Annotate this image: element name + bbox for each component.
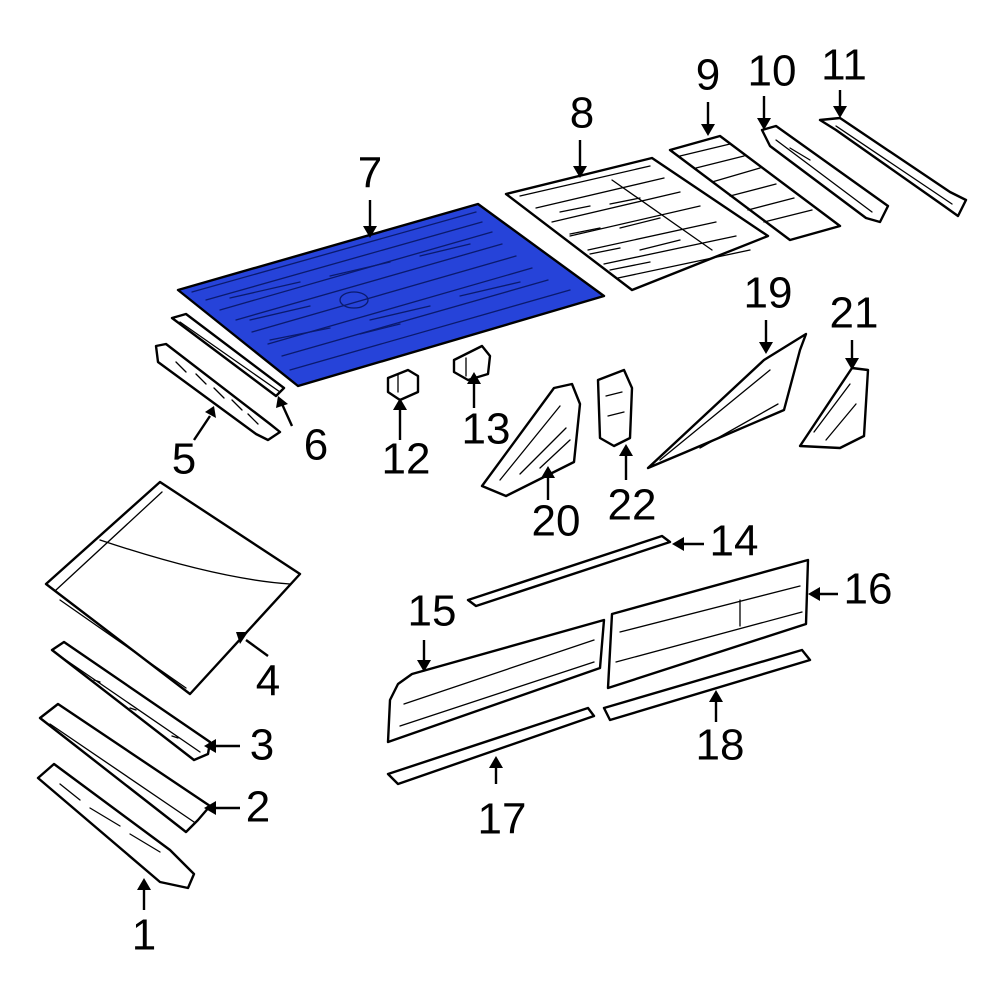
callout-19: 19 — [744, 269, 793, 318]
part-20-quarter-inner[interactable] — [480, 382, 582, 498]
part-10-header[interactable] — [760, 124, 890, 224]
part-18-rocker-rear[interactable] — [602, 648, 812, 722]
callout-12: 12 — [382, 435, 431, 484]
callout-18: 18 — [696, 721, 745, 770]
callout-3: 3 — [250, 721, 274, 770]
part-19-quarter-outer[interactable] — [646, 332, 808, 470]
callout-4: 4 — [256, 657, 280, 706]
part-5-reinforcement[interactable] — [154, 342, 282, 442]
part-22-pillar[interactable] — [596, 368, 634, 448]
part-13-bracket[interactable] — [452, 344, 492, 382]
part-12-bracket[interactable] — [386, 368, 420, 402]
callout-1: 1 — [132, 911, 156, 960]
part-2-lower-cowl[interactable] — [38, 702, 212, 834]
callout-15: 15 — [408, 587, 457, 636]
callout-6: 6 — [304, 421, 328, 470]
part-16-rear-side-panel[interactable] — [606, 558, 810, 690]
part-9-roof-bow[interactable] — [668, 134, 842, 242]
callout-21: 21 — [830, 289, 879, 338]
part-6-front-rail[interactable] — [170, 312, 286, 398]
callout-22: 22 — [608, 481, 657, 530]
callout-11: 11 — [821, 41, 867, 90]
part-4-windshield[interactable] — [44, 480, 302, 696]
part-1-dash-panel[interactable] — [36, 762, 196, 890]
callout-7: 7 — [358, 149, 382, 198]
part-7-roof-panel[interactable] — [176, 202, 606, 388]
leader-lines — [137, 90, 859, 910]
callout-5: 5 — [172, 435, 196, 484]
part-15-front-side-panel[interactable] — [386, 618, 606, 744]
callout-14: 14 — [710, 517, 759, 566]
callout-13: 13 — [462, 405, 511, 454]
callout-8: 8 — [570, 89, 594, 138]
part-14-roof-rail[interactable] — [466, 534, 672, 608]
part-8-roof-section[interactable] — [504, 156, 770, 292]
callout-17: 17 — [478, 795, 527, 844]
callout-10: 10 — [748, 47, 797, 96]
part-21-pillar-inner[interactable] — [798, 366, 870, 450]
part-17-rocker-front[interactable] — [386, 706, 596, 786]
callout-2: 2 — [246, 783, 270, 832]
callout-labels: 1 2 3 4 5 6 7 8 9 10 11 12 13 14 15 16 1… — [132, 41, 893, 960]
callout-16: 16 — [844, 565, 893, 614]
part-11-rear-header[interactable] — [818, 116, 968, 218]
callout-9: 9 — [696, 51, 720, 100]
callout-20: 20 — [532, 497, 581, 546]
